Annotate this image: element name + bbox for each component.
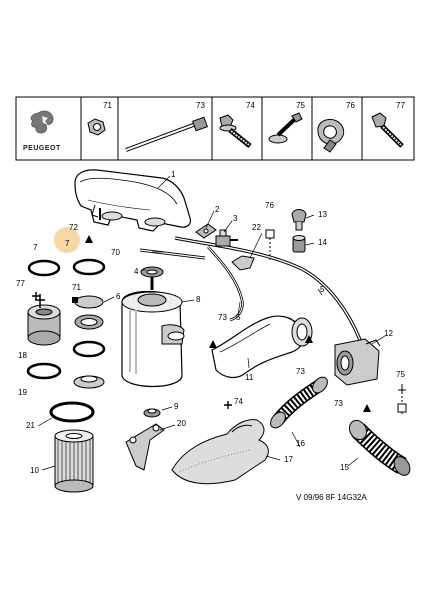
callout-11: 11 bbox=[245, 373, 254, 382]
leader-lines bbox=[37, 175, 386, 471]
callout-10: 10 bbox=[30, 466, 39, 475]
air-hose-15 bbox=[348, 419, 411, 476]
callout-71: 71 bbox=[72, 283, 81, 292]
header-label-77: 77 bbox=[396, 101, 405, 110]
grommet-14 bbox=[292, 235, 306, 253]
callout-9: 9 bbox=[174, 402, 179, 411]
marker-square-black bbox=[72, 297, 78, 303]
o-ring-19 bbox=[26, 362, 62, 380]
header-label-71: 71 bbox=[103, 101, 112, 110]
sensor-2 bbox=[195, 223, 217, 239]
callout-15: 15 bbox=[340, 463, 349, 472]
callout-12: 12 bbox=[384, 329, 393, 338]
marker-triangle-73b bbox=[305, 335, 313, 343]
mounting-bracket-20 bbox=[125, 423, 165, 471]
bushing-9 bbox=[143, 408, 161, 418]
marker-triangle-73c bbox=[363, 404, 371, 412]
nut-icon bbox=[87, 118, 106, 136]
callout-16: 16 bbox=[296, 439, 305, 448]
screw-icon bbox=[371, 112, 404, 148]
hose-clamp-icon bbox=[317, 119, 345, 153]
air-intake-duct-17 bbox=[171, 419, 269, 485]
valve-3 bbox=[215, 229, 238, 247]
callout-2: 2 bbox=[215, 205, 220, 214]
callout-5a: 5 bbox=[236, 313, 241, 322]
marker-cross-74 bbox=[224, 401, 232, 409]
header-label-73: 73 bbox=[196, 101, 205, 110]
marker-cross-77 bbox=[32, 292, 40, 300]
callout-13: 13 bbox=[318, 210, 327, 219]
brand-name: PEUGEOT bbox=[23, 145, 61, 152]
hose-70 bbox=[139, 248, 206, 260]
header-label-74: 74 bbox=[246, 101, 255, 110]
callout-76: 76 bbox=[265, 201, 274, 210]
callout-8: 8 bbox=[196, 295, 201, 304]
throttle-body-12 bbox=[334, 338, 381, 386]
callout-6: 6 bbox=[116, 292, 121, 301]
push-clip-icon bbox=[268, 112, 303, 144]
callout-3: 3 bbox=[233, 214, 238, 223]
callout-14: 14 bbox=[318, 238, 327, 247]
callout-77: 77 bbox=[16, 279, 25, 288]
callout-74: 74 bbox=[234, 397, 243, 406]
filter-base-6c bbox=[73, 375, 105, 389]
seal-ring-4 bbox=[140, 266, 164, 278]
corrugated-hose-16 bbox=[270, 376, 328, 429]
callout-73a: 73 bbox=[218, 313, 227, 322]
cable-tie-icon bbox=[125, 116, 208, 152]
callout-75: 75 bbox=[396, 370, 405, 379]
flange-bolt-icon bbox=[219, 114, 252, 148]
pipe-clip-22 bbox=[231, 255, 255, 271]
callout-18: 18 bbox=[18, 351, 27, 360]
callout-7b: 7 bbox=[65, 239, 70, 248]
screw-75 bbox=[397, 384, 407, 416]
callout-7a: 7 bbox=[33, 243, 38, 252]
fitting-13 bbox=[291, 209, 307, 231]
header-label-76: 76 bbox=[346, 101, 355, 110]
o-ring-21 bbox=[49, 401, 95, 423]
callout-72: 72 bbox=[69, 223, 78, 232]
o-ring-7-left bbox=[27, 259, 61, 277]
highlight-marker bbox=[54, 227, 80, 253]
o-ring-7-right-highlight bbox=[72, 258, 106, 276]
marker-square-76 bbox=[265, 229, 275, 239]
header-table: PEUGEOT 71 73 74 75 76 bbox=[15, 96, 415, 161]
filter-element-10 bbox=[54, 429, 94, 493]
valve-assembly-18 bbox=[27, 294, 61, 346]
header-label-75: 75 bbox=[296, 101, 305, 110]
filter-cap-6 bbox=[74, 295, 104, 330]
callout-73c: 73 bbox=[334, 399, 343, 408]
callout-5b: 5 bbox=[320, 285, 325, 294]
callout-70: 70 bbox=[111, 248, 120, 257]
callout-1: 1 bbox=[171, 170, 176, 179]
callout-20: 20 bbox=[177, 419, 186, 428]
peugeot-logo-icon bbox=[30, 110, 54, 134]
callout-21: 21 bbox=[26, 421, 35, 430]
callout-17: 17 bbox=[284, 455, 293, 464]
intake-manifold bbox=[74, 169, 192, 232]
o-ring-6b bbox=[72, 340, 106, 358]
callout-73b: 73 bbox=[296, 367, 305, 376]
air-duct-11 bbox=[211, 315, 313, 379]
callout-4: 4 bbox=[134, 267, 139, 276]
callout-22: 22 bbox=[252, 223, 261, 232]
callout-19: 19 bbox=[18, 388, 27, 397]
reference-code: V 09/96 8F 14G32A bbox=[296, 493, 367, 502]
marker-triangle-73a bbox=[209, 340, 217, 348]
marker-triangle-72 bbox=[85, 235, 93, 243]
filter-housing-8 bbox=[121, 270, 185, 388]
